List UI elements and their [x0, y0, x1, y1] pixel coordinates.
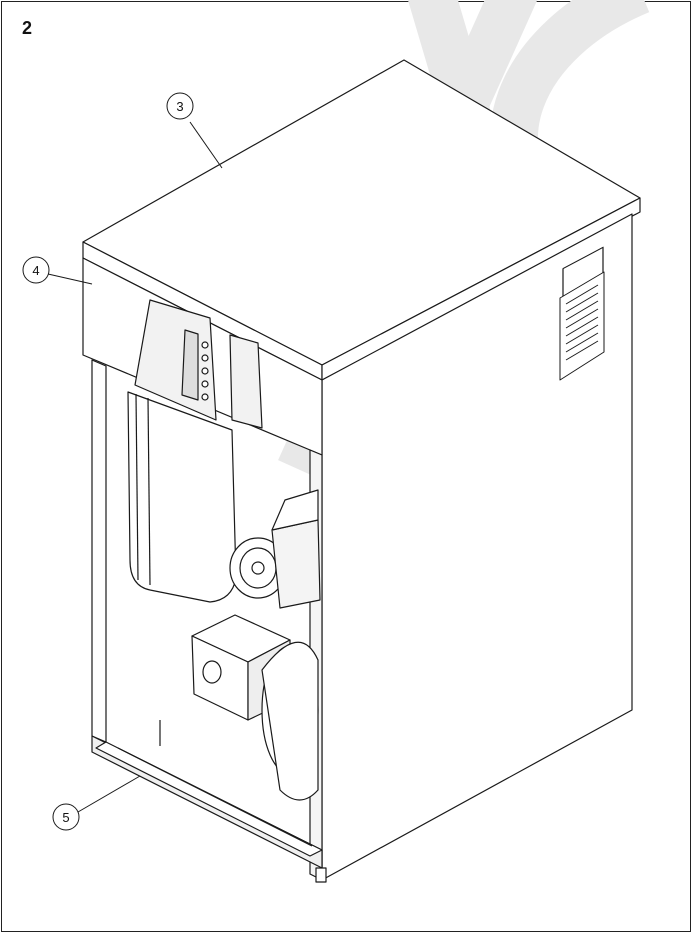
- control-knob: [201, 393, 209, 401]
- callout-5: 5: [52, 803, 80, 831]
- control-knob: [201, 341, 209, 349]
- foot: [315, 867, 327, 883]
- leader-line-3: [189, 121, 223, 169]
- control-knob: [201, 380, 209, 388]
- control-knob: [201, 367, 209, 375]
- callout-label: 3: [176, 99, 183, 114]
- callout-circle: [52, 803, 80, 831]
- callout-3: 3: [166, 92, 194, 120]
- figure-number: 2: [22, 18, 33, 38]
- control-knob: [201, 354, 209, 362]
- callout-circle: [22, 256, 50, 284]
- circulator-pump: [229, 489, 321, 609]
- base-floor: [95, 741, 323, 857]
- control-cover-right: [229, 334, 263, 429]
- leader-line-5: [77, 775, 141, 813]
- callout-circle: [166, 92, 194, 120]
- callout-label: 4: [32, 263, 39, 278]
- heat-exchanger: [127, 391, 237, 603]
- callout-4: 4: [22, 256, 50, 284]
- vent-grille: [559, 271, 605, 381]
- top-lid-side-edge: [321, 197, 641, 381]
- front-frame-left: [91, 359, 107, 743]
- control-display: [181, 329, 199, 401]
- control-buttons: [201, 341, 209, 401]
- callout-label: 5: [62, 810, 69, 825]
- burner: [191, 614, 319, 801]
- leader-line-4: [47, 273, 93, 285]
